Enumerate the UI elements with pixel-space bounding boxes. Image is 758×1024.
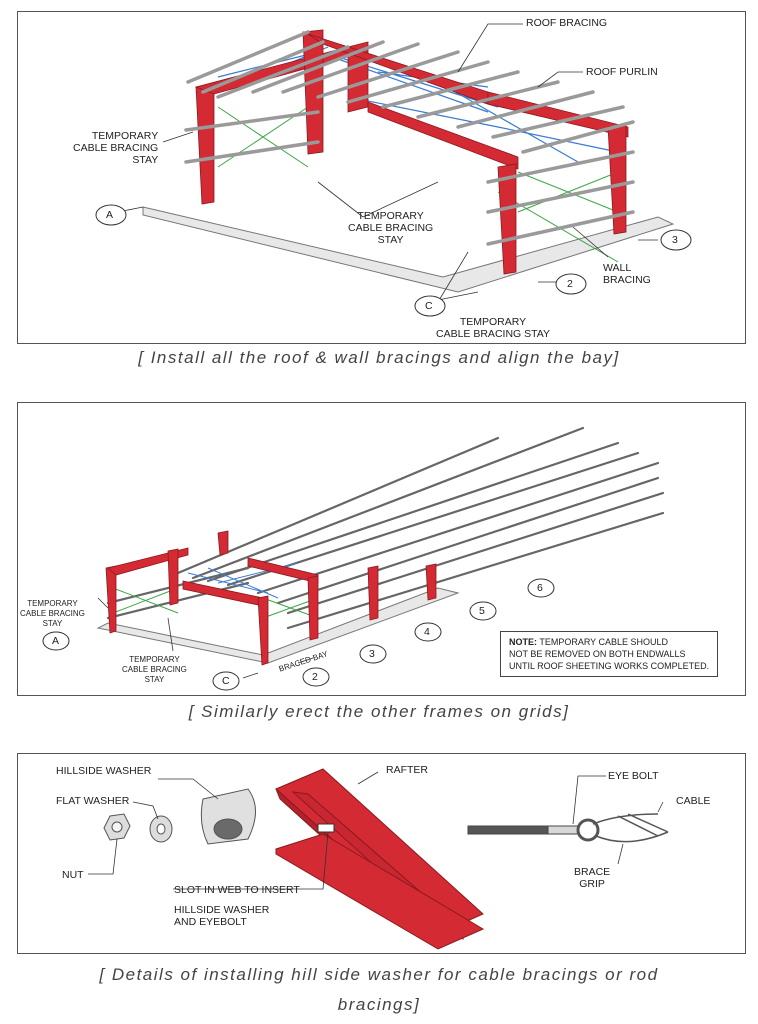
label-slot-2: HILLSIDE WASHER AND EYEBOLT xyxy=(174,904,270,928)
grid-bubble-a: A xyxy=(52,635,60,647)
grid-bubble-5: 5 xyxy=(479,605,485,617)
frame-diagram-1 xyxy=(95,23,692,317)
hillside-washer-shape xyxy=(200,788,256,845)
roof-purlins xyxy=(184,30,635,246)
label-temp-stay-mid: TEMPORARY CABLE BRACING STAY xyxy=(348,210,434,246)
portal-frames xyxy=(105,530,437,666)
grid-bubble-c: C xyxy=(222,675,230,687)
label-temp-stay-left: TEMPORARY CABLE BRACING STAY xyxy=(20,599,85,628)
grid-bubble-4: 4 xyxy=(424,626,430,638)
grid-bubble-c: C xyxy=(425,300,433,312)
eye-bolt-shape xyxy=(467,818,600,842)
grid-bubble-6: 6 xyxy=(537,582,543,594)
grid-bubble-3: 3 xyxy=(369,648,375,660)
label-wall-bracing: WALL BRACING xyxy=(603,262,651,286)
label-temp-stay-left: TEMPORARY CABLE BRACING STAY xyxy=(73,130,159,166)
caption-3: [ Details of installing hill side washer… xyxy=(99,965,659,1014)
grid-bubble-2: 2 xyxy=(312,671,318,683)
label-flat-washer: FLAT WASHER xyxy=(56,795,130,807)
cable-shape xyxy=(592,813,669,843)
leader-lines xyxy=(88,771,664,890)
panel-roof-wall-bracing: A C 2 3 ROOF BRACING ROOF PURLIN TEMPORA… xyxy=(17,11,746,344)
caption-2: [ Similarly erect the other frames on gr… xyxy=(188,702,570,721)
grid-bubble-3: 3 xyxy=(672,234,678,246)
label-nut: NUT xyxy=(62,869,84,881)
grid-bubbles xyxy=(42,578,555,691)
grid-bubbles xyxy=(95,204,692,317)
label-roof-purlin: ROOF PURLIN xyxy=(586,66,658,78)
washer-detail-diagram xyxy=(88,768,669,950)
note-box: NOTE: TEMPORARY CABLE SHOULD NOT BE REMO… xyxy=(500,631,719,677)
note-text: TEMPORARY CABLE SHOULD NOT BE REMOVED ON… xyxy=(509,637,710,671)
leader-lines xyxy=(97,597,314,679)
frame-diagram-2 xyxy=(42,426,665,691)
label-hillside-washer: HILLSIDE WASHER xyxy=(56,765,152,777)
label-cable: CABLE xyxy=(676,795,711,807)
panel-washer-details: HILLSIDE WASHER FLAT WASHER NUT RAFTER S… xyxy=(17,753,746,954)
label-roof-bracing: ROOF BRACING xyxy=(526,17,608,29)
rafter-beam xyxy=(275,768,485,950)
label-temp-stay-bottom: TEMPORARY CABLE BRACING STAY xyxy=(436,316,550,340)
nut-shape xyxy=(103,813,131,841)
wall-bracing-lines xyxy=(112,587,319,619)
panel-erect-frames: A C 2 3 4 5 6 TEMPORARY CABLE BRACING ST… xyxy=(17,402,746,696)
leader-lines xyxy=(117,23,658,303)
caption-1: [ Install all the roof & wall bracings a… xyxy=(138,348,620,367)
label-slot: SLOT IN WEB TO INSERT xyxy=(174,884,300,896)
roof-bracing-lines xyxy=(187,562,299,599)
flat-washer-shape xyxy=(149,815,173,843)
note-label: NOTE: xyxy=(509,637,537,647)
label-temp-stay-bottom: TEMPORARY CABLE BRACING STAY xyxy=(122,655,187,684)
grid-bubble-a: A xyxy=(106,209,114,221)
wall-bracing-lines xyxy=(217,106,619,263)
label-eye-bolt: EYE BOLT xyxy=(608,770,659,782)
foundation-slab xyxy=(96,587,460,664)
grid-bubble-2: 2 xyxy=(567,278,573,290)
foundation-slab xyxy=(142,206,675,293)
long-purlins xyxy=(106,426,665,630)
label-rafter: RAFTER xyxy=(386,764,428,776)
label-brace-grip: BRACE GRIP xyxy=(574,866,611,890)
